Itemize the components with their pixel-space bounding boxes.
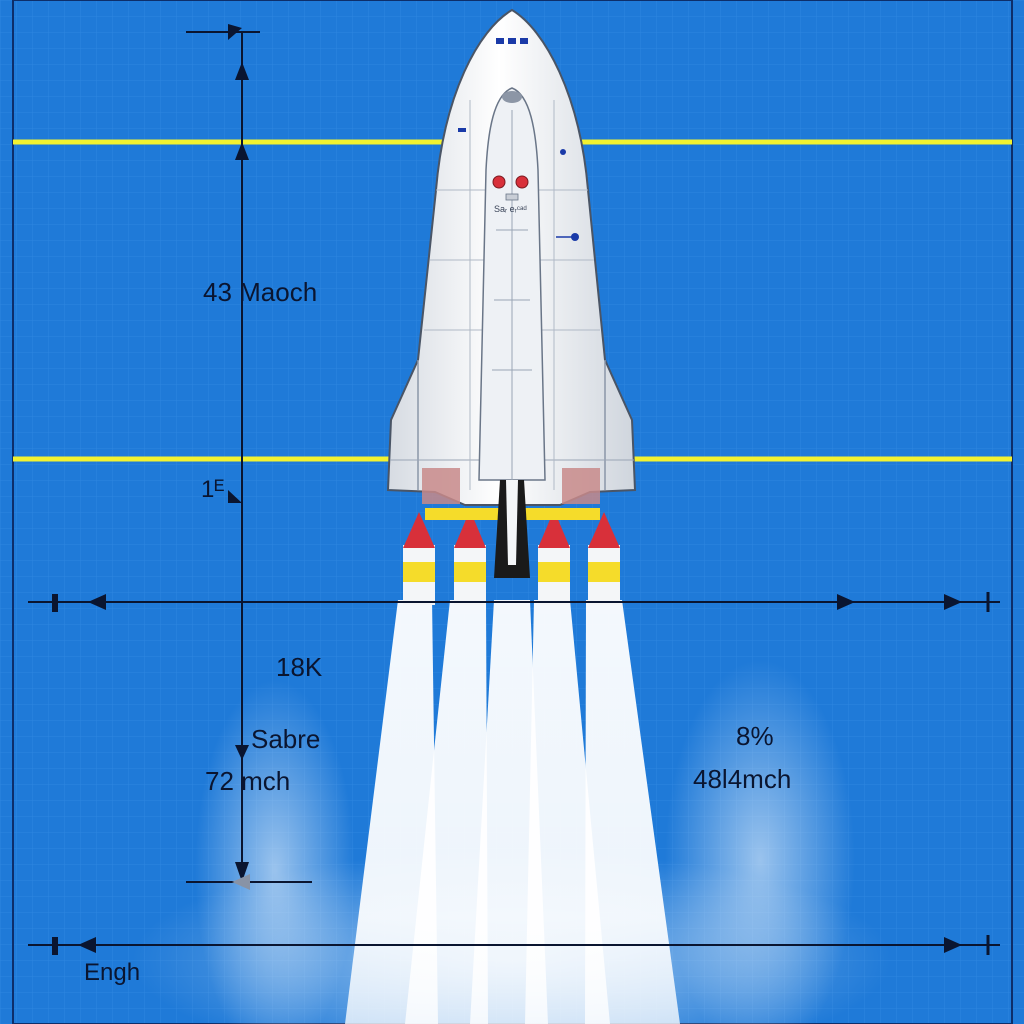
plume-5 (585, 600, 680, 1024)
plume-2 (405, 600, 488, 1024)
marker-red-right (515, 175, 529, 189)
arrow-up-mid (235, 142, 249, 160)
horizontal-dimension-lower (28, 935, 1000, 955)
engine-bell-left (422, 468, 460, 504)
cockpit-window (502, 91, 522, 103)
spaceplane (386, 8, 637, 578)
label-small-mark: 1ᴱ (201, 476, 225, 503)
label-left-speed: 72 mch (205, 766, 291, 796)
label-body-text: Saᵣ eᵣᶜᵃᵈ (494, 204, 527, 214)
plume-1 (345, 600, 438, 1024)
arrow-up-top (235, 62, 249, 80)
arrow-down (235, 862, 249, 882)
label-thrust: 18K (276, 652, 323, 682)
booster-2 (454, 510, 486, 605)
marker-red-left (492, 175, 506, 189)
tick-mark (228, 490, 242, 503)
engine-bell-right (562, 468, 600, 504)
label-length: Engh (84, 959, 141, 986)
frame-border (12, 0, 1013, 1024)
horizontal-dimension-upper (28, 592, 1000, 612)
label-engine-name: Sabre (251, 724, 321, 754)
booster-3 (538, 510, 570, 605)
booster-1 (403, 512, 435, 605)
label-right-percent: 8% (736, 721, 774, 751)
boosters (403, 508, 620, 605)
vertical-dimension (186, 24, 312, 890)
booster-4 (588, 512, 620, 605)
label-top-dimension: 43 Maoch (203, 277, 318, 307)
label-right-speed: 48l4mch (693, 764, 792, 794)
exhaust-plumes (345, 600, 680, 1024)
